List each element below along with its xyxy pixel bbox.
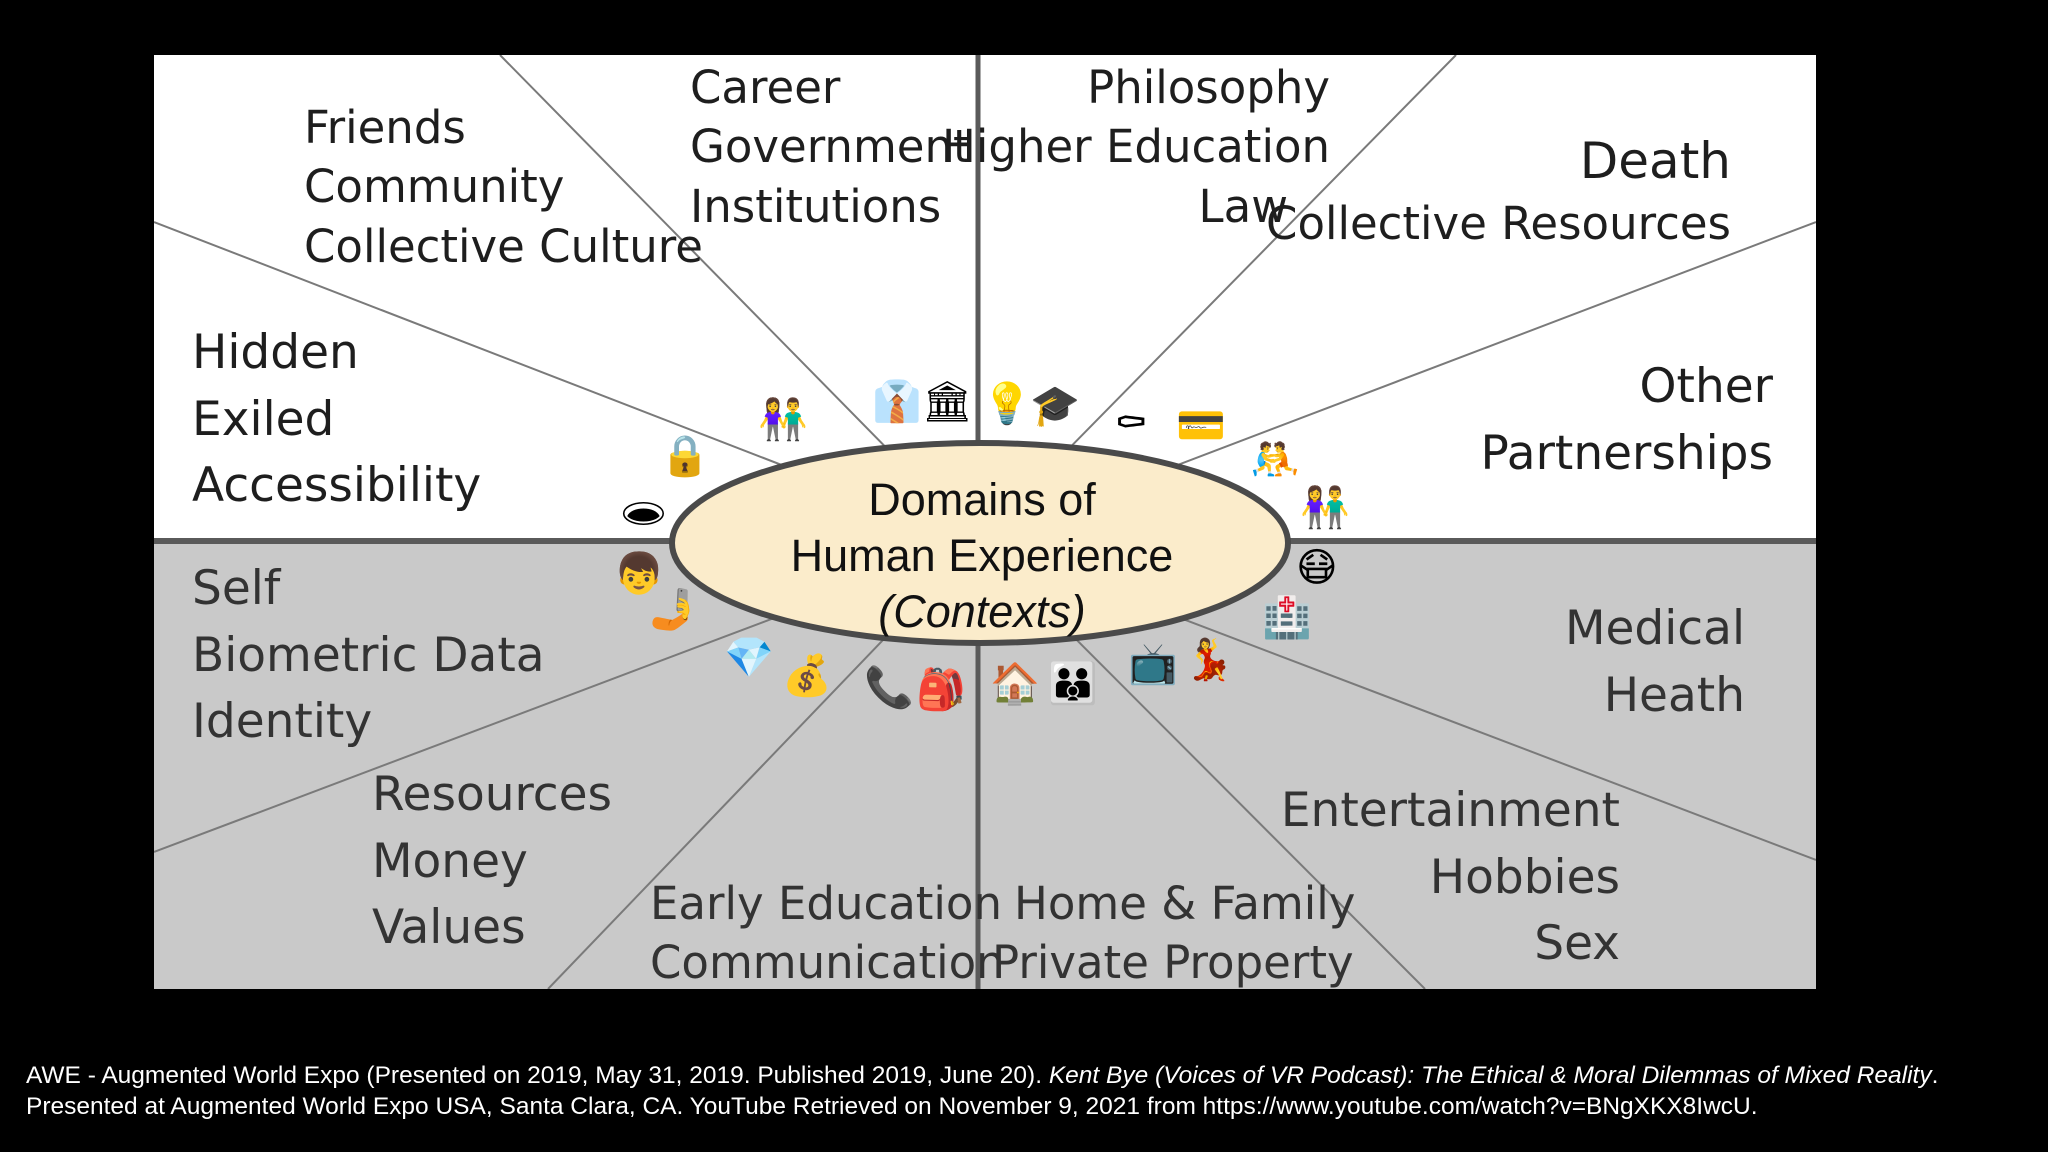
domain-hidden: Hidden Exiled Accessibility bbox=[192, 320, 481, 520]
domain-resources: Resources Money Values bbox=[372, 762, 612, 962]
domain-line: Higher Education bbox=[942, 120, 1330, 174]
domain-line: Money bbox=[372, 833, 528, 889]
person-face-icon: 👦 bbox=[614, 551, 664, 597]
lock-icon: 🔒 bbox=[660, 433, 710, 479]
center-title-line: Human Experience bbox=[790, 530, 1174, 582]
citation-text: . Presented at Augmented World Expo USA,… bbox=[26, 1062, 1939, 1120]
citation: AWE - Augmented World Expo (Presented on… bbox=[26, 1060, 2026, 1122]
domain-philosophy: Philosophy Higher Education Law bbox=[942, 58, 1330, 236]
domain-friends: Friends Community Collective Culture bbox=[304, 98, 703, 276]
domain-line: Community bbox=[304, 160, 565, 214]
telephone-icon: 📞 bbox=[864, 665, 914, 711]
domain-line: Medical bbox=[1564, 601, 1745, 656]
domain-line: Career bbox=[690, 61, 841, 114]
credit-card-icon: 💳 bbox=[1176, 403, 1226, 449]
citation-text: AWE - Augmented World Expo (Presented on… bbox=[26, 1062, 1049, 1089]
domain-line: Private Property bbox=[992, 936, 1354, 990]
domain-line: Home & Family bbox=[1014, 877, 1356, 930]
coffin-icon: ⚰ bbox=[1114, 401, 1148, 447]
center-title: Domains of Human Experience (Contexts) bbox=[668, 460, 1296, 652]
domain-line: Early Education bbox=[650, 877, 1002, 930]
domain-career: Career Government Institutions bbox=[690, 58, 971, 236]
money-bag-icon: 💰 bbox=[782, 653, 832, 699]
domain-line: Entertainment bbox=[1280, 783, 1620, 838]
domain-line: Friends bbox=[304, 101, 466, 154]
domain-entertainment: Entertainment Hobbies Sex bbox=[1281, 778, 1620, 978]
backpack-icon: 🎒 bbox=[916, 667, 966, 713]
center-title-line: Domains of bbox=[868, 474, 1096, 526]
domain-line: Values bbox=[372, 900, 526, 956]
domain-line: Exiled bbox=[192, 391, 335, 447]
selfie-icon: 🤳 bbox=[648, 587, 698, 633]
domain-home-family: Home & Family Private Property bbox=[992, 874, 1355, 993]
hospital-icon: 🏥 bbox=[1262, 595, 1312, 641]
center-title-subtitle: (Contexts) bbox=[878, 585, 1086, 637]
people-group-icon: 👫 bbox=[758, 397, 808, 443]
domain-line: Death bbox=[1579, 132, 1731, 190]
domain-line: Law bbox=[1198, 179, 1288, 233]
domain-death: Death Collective Resources bbox=[1266, 128, 1731, 253]
dancer-icon: 💃 bbox=[1184, 637, 1234, 683]
wrestlers-icon: 🤼 bbox=[1250, 437, 1300, 483]
domain-other: Other Partnerships bbox=[1481, 354, 1773, 487]
family-icon: 👪 bbox=[1048, 661, 1098, 707]
domain-line: Resources bbox=[372, 767, 613, 822]
domain-line: Self bbox=[192, 561, 281, 616]
hole-icon: 🕳 bbox=[618, 491, 669, 537]
domain-line: Collective Resources bbox=[1266, 197, 1731, 250]
house-icon: 🏠 bbox=[990, 661, 1040, 707]
domain-line: Identity bbox=[192, 694, 373, 750]
domain-early-education: Early Education Communication bbox=[650, 874, 1005, 993]
center-ellipse bbox=[669, 440, 1291, 646]
domain-line: Hobbies bbox=[1429, 849, 1620, 905]
gem-icon: 💎 bbox=[724, 635, 774, 681]
citation-title: Kent Bye (Voices of VR Podcast): The Eth… bbox=[1048, 1062, 1932, 1089]
domain-line: Hidden bbox=[192, 325, 359, 380]
mask-face-icon: 😷 bbox=[1296, 545, 1338, 591]
domain-line: Collective Culture bbox=[304, 219, 703, 273]
domain-line: Other bbox=[1639, 359, 1773, 414]
domain-line: Communication bbox=[650, 936, 1005, 990]
domain-line: Heath bbox=[1603, 667, 1745, 723]
couple-icon: 👫 bbox=[1300, 485, 1350, 531]
domain-line: Accessibility bbox=[192, 458, 482, 514]
domain-self: Self Biometric Data Identity bbox=[192, 556, 545, 756]
domain-line: Partnerships bbox=[1480, 425, 1773, 481]
light-bulb-icon: 💡 bbox=[982, 381, 1032, 427]
television-icon: 📺 bbox=[1128, 641, 1178, 687]
domain-line: Government bbox=[690, 120, 971, 174]
business-person-icon: 👔 bbox=[872, 379, 922, 425]
domain-line: Institutions bbox=[690, 179, 942, 233]
domain-line: Philosophy bbox=[1087, 61, 1330, 114]
classical-building-icon: 🏛 bbox=[922, 379, 973, 425]
domain-line: Sex bbox=[1534, 916, 1620, 972]
domain-medical: Medical Heath bbox=[1565, 596, 1745, 729]
graduation-cap-icon: 🎓 bbox=[1030, 383, 1080, 429]
domain-line: Biometric Data bbox=[192, 627, 545, 683]
